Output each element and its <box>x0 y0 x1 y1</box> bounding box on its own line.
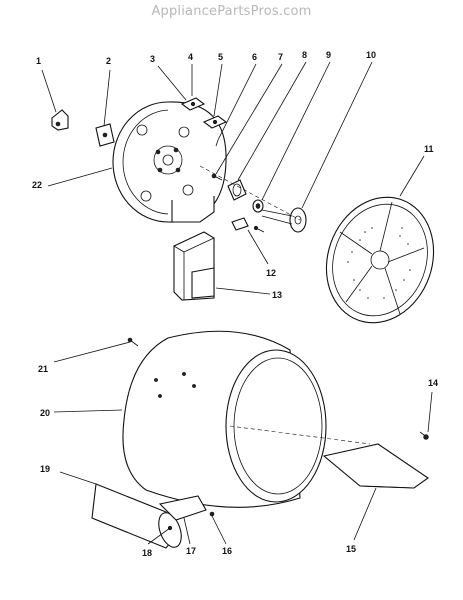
part-screw-7[interactable] <box>211 173 223 181</box>
callout-12: 12 <box>266 268 276 278</box>
callout-18: 18 <box>142 548 152 558</box>
callout-7: 7 <box>278 52 283 62</box>
part-drum-shaft[interactable] <box>261 207 307 233</box>
watermark: AppliancePartsPros.com <box>151 4 312 19</box>
callout-6: 6 <box>252 52 257 62</box>
callout-19: 19 <box>40 464 50 474</box>
callout-3: 3 <box>150 54 155 64</box>
axis-line-upper <box>199 165 301 221</box>
callout-8: 8 <box>302 50 307 60</box>
part-drum[interactable] <box>122 330 327 508</box>
callout-15: 15 <box>346 544 356 554</box>
part-bearing-plate[interactable] <box>95 123 115 147</box>
callout-20: 20 <box>40 408 50 418</box>
callout-9: 9 <box>326 50 331 60</box>
part-baffle[interactable] <box>322 443 429 489</box>
callout-labels: 1 2 3 4 5 6 7 8 9 10 11 12 13 14 15 16 1… <box>32 50 438 558</box>
callout-17: 17 <box>186 546 196 556</box>
callout-11: 11 <box>424 144 434 154</box>
part-thermal-fuse[interactable] <box>202 115 228 147</box>
callout-10: 10 <box>366 50 376 60</box>
callout-22: 22 <box>32 180 42 190</box>
part-rear-bulkhead[interactable] <box>112 101 227 223</box>
callout-13: 13 <box>272 290 282 300</box>
part-shaft-bushing[interactable] <box>227 179 247 201</box>
part-heater-duct[interactable] <box>173 231 215 301</box>
callout-2: 2 <box>106 56 111 66</box>
part-front-panel[interactable] <box>309 182 451 338</box>
part-screw-14[interactable] <box>419 431 429 440</box>
callout-5: 5 <box>218 52 223 62</box>
leader-lines <box>41 61 433 545</box>
part-washer[interactable] <box>252 199 264 213</box>
callout-14: 14 <box>428 378 438 388</box>
part-bracket-clip[interactable] <box>51 109 69 131</box>
callout-1: 1 <box>36 56 41 66</box>
callout-4: 4 <box>188 52 193 62</box>
part-thermostat[interactable] <box>180 97 206 111</box>
part-small-bracket[interactable] <box>231 217 265 233</box>
axis-line-lower <box>229 425 371 445</box>
part-screw-16[interactable] <box>209 511 215 517</box>
callout-21: 21 <box>38 364 48 374</box>
callout-16: 16 <box>222 546 232 556</box>
